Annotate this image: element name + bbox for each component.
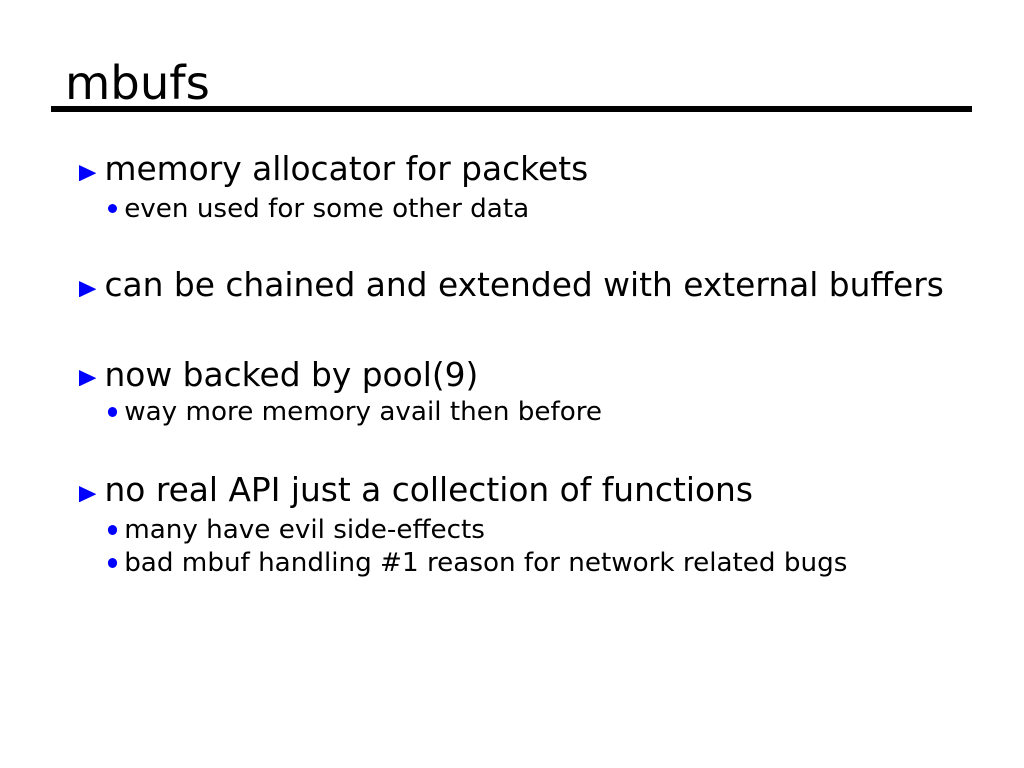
bullet-text: now backed by pool(9) <box>104 355 479 394</box>
bullet-text: way more memory avail then before <box>124 397 603 428</box>
bullet-text: even used for some other data <box>124 193 530 224</box>
bullet-text: memory allocator for packets <box>104 150 589 188</box>
triangle-bullet-icon <box>78 485 97 502</box>
triangle-bullet-icon <box>78 280 97 297</box>
bullet-text: can be chained and extended with externa… <box>104 266 944 304</box>
bullet-text: no real API just a collection of functio… <box>104 471 753 509</box>
dot-bullet-icon <box>107 558 118 568</box>
triangle-bullet-icon <box>78 164 97 181</box>
title-rule <box>51 106 972 112</box>
dot-bullet-icon <box>107 203 118 214</box>
slide-title: mbufs <box>65 56 210 111</box>
dot-bullet-icon <box>107 525 118 535</box>
bullet-text: many have evil side-effects <box>124 515 485 545</box>
bullet-text: bad mbuf handling #1 reason for network … <box>124 548 848 579</box>
triangle-bullet-icon <box>78 370 97 387</box>
dot-bullet-icon <box>107 407 118 417</box>
